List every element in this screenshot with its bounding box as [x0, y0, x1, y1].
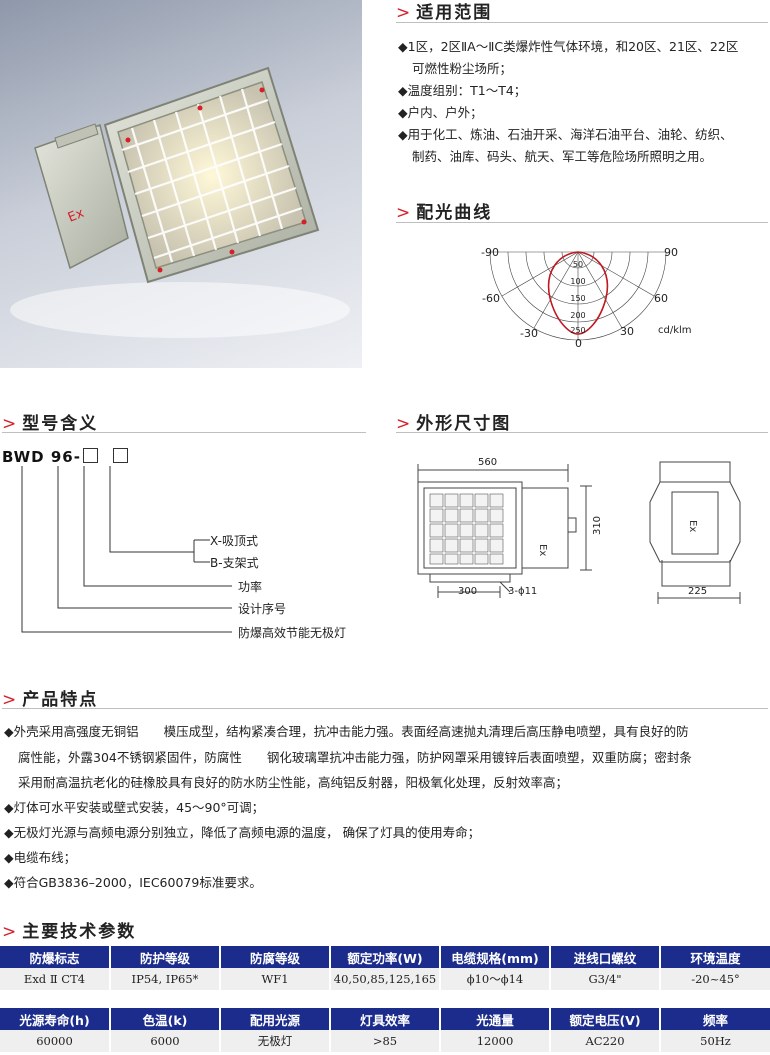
table-header-row: 防爆标志 防护等级 防腐等级 额定功率(W) 电缆规格(mm) 进线口螺纹 环境…: [0, 946, 770, 968]
model-code-number: 96-: [50, 448, 81, 466]
angle-label-60: 60: [654, 292, 668, 305]
table-cell: 12000: [439, 1030, 550, 1052]
dim-height: 310: [592, 515, 604, 536]
scope-item: ◆用于化工、炼油、石油开采、海洋石油平台、油轮、纺织、: [398, 127, 733, 142]
angle-label-30: 30: [620, 325, 634, 338]
model-label-name: 防爆高效节能无极灯: [238, 626, 347, 640]
model-label-ceiling: X-吸顶式: [210, 534, 258, 548]
code-box-mount: [113, 448, 129, 463]
ring-label-200: 200: [570, 311, 585, 320]
dim-width: 560: [478, 457, 498, 468]
angle-label-neg60: -60: [482, 292, 500, 305]
table-cell: 6000: [109, 1030, 220, 1052]
table-header-cell: 灯具效率: [329, 1008, 440, 1030]
section-title-dimensions: >外形尺寸图: [396, 414, 512, 434]
table-header-row: 光源寿命(h) 色温(k) 配用光源 灯具效率 光通量 额定电压(V) 频率: [0, 1008, 770, 1030]
model-label-bracket: B-支架式: [210, 556, 259, 570]
section-title-model: >型号含义: [2, 414, 99, 434]
table-cell: ϕ10～ϕ14: [439, 968, 550, 990]
table-header-cell: 额定电压(V): [549, 1008, 660, 1030]
section-title-scope: >适用范围: [396, 3, 493, 23]
table-header-cell: 防爆标志: [0, 946, 110, 968]
table-cell: AC220: [549, 1030, 660, 1052]
section-title-curve: >配光曲线: [396, 203, 493, 223]
feature-item: ◆无极灯光源与高频电源分别独立，降低了高频电源的温度， 确保了灯具的使用寿命；: [4, 825, 481, 840]
table-cell: G3/4": [549, 968, 660, 990]
table-cell: 50Hz: [659, 1030, 770, 1052]
angle-label-neg30: -30: [520, 327, 538, 340]
feature-item: ◆灯体可水平安装或壁式安装，45～90°可调；: [4, 800, 265, 815]
light-distribution-diagram: 50 100 150 200 250: [489, 251, 667, 341]
table-header-cell: 频率: [659, 1008, 770, 1030]
table-cell: -20~45°: [659, 968, 770, 990]
table-cell: IP54, IP65*: [109, 968, 220, 990]
scope-item: 可燃性粉尘场所；: [412, 61, 513, 76]
ring-label-100: 100: [570, 277, 585, 286]
section-title-features: >产品特点: [2, 690, 99, 710]
product-photo: Ex: [0, 0, 362, 368]
table-header-cell: 光源寿命(h): [0, 1008, 110, 1030]
table-header-cell: 防腐等级: [219, 946, 330, 968]
model-label-design: 设计序号: [238, 602, 287, 616]
scope-item: ◆温度组别：T1～T4；: [398, 83, 527, 98]
divider: [396, 22, 768, 23]
angle-label-neg90: -90: [481, 246, 499, 259]
spec-table-1: 防爆标志 防护等级 防腐等级 额定功率(W) 电缆规格(mm) 进线口螺纹 环境…: [0, 946, 770, 990]
table-header-cell: 进线口螺纹: [549, 946, 660, 968]
table-header-cell: 配用光源: [219, 1008, 330, 1030]
ring-label-150: 150: [570, 294, 585, 303]
divider: [396, 222, 768, 223]
front-ex-mark: Ex: [537, 544, 548, 556]
lamp-illustration: Ex: [10, 66, 350, 338]
table-row: Exd Ⅱ CT4 IP54, IP65* WF1 40,50,85,125,1…: [0, 968, 770, 990]
dimension-drawing: Ex Ex: [417, 461, 741, 604]
table-cell: WF1: [219, 968, 330, 990]
table-header-cell: 额定功率(W): [329, 946, 440, 968]
dim-base: 300: [458, 586, 478, 597]
model-leader-lines: [21, 466, 232, 633]
model-label-power: 功率: [238, 580, 263, 594]
scope-item: ◆1区，2区ⅡA～ⅡC类爆炸性气体环境，和20区、21区、22区: [398, 39, 739, 54]
table-header-cell: 光通量: [439, 1008, 550, 1030]
ring-label-50: 50: [573, 260, 583, 269]
divider: [396, 432, 768, 433]
ex-mark: Ex: [66, 206, 87, 226]
feature-item: ◆符合GB3836–2000，IEC60079标准要求。: [4, 875, 262, 890]
side-ex-mark: Ex: [687, 520, 698, 532]
ring-label-250: 250: [570, 326, 585, 335]
table-header-cell: 色温(k): [109, 1008, 220, 1030]
table-cell: 60000: [0, 1030, 110, 1052]
section-title-specs: >主要技术参数: [2, 922, 137, 942]
angle-label-90: 90: [664, 246, 678, 259]
model-code: BWD 96-: [2, 448, 129, 466]
divider: [2, 432, 366, 433]
feature-item: 腐性能，外露304不锈钢紧固件，防腐性 钢化玻璃罩抗冲击能力强，防护网罩采用镀锌…: [18, 750, 692, 765]
table-row: 60000 6000 无极灯 >85 12000 AC220 50Hz: [0, 1030, 770, 1052]
code-box-power: [82, 448, 98, 463]
feature-item: 采用耐高温抗老化的硅橡胶具有良好的防水防尘性能，高纯铝反射器，阳极氧化处理，反射…: [18, 775, 569, 790]
feature-item: ◆电缆布线；: [4, 850, 77, 865]
model-prefix: BWD: [2, 448, 45, 466]
dim-depth: 225: [688, 586, 708, 597]
scope-item: 制药、油库、码头、航天、军工等危险场所照明之用。: [412, 149, 713, 164]
polar-unit: cd/klm: [658, 325, 692, 336]
table-header-cell: 防护等级: [109, 946, 220, 968]
table-cell: 无极灯: [219, 1030, 330, 1052]
divider: [2, 708, 768, 709]
angle-label-0: 0: [575, 337, 582, 350]
table-header-cell: 电缆规格(mm): [439, 946, 550, 968]
scope-item: ◆户内、户外；: [398, 105, 483, 120]
table-cell: >85: [329, 1030, 440, 1052]
spec-table-2: 光源寿命(h) 色温(k) 配用光源 灯具效率 光通量 额定电压(V) 频率 6…: [0, 1008, 770, 1052]
dim-holes: 3-ϕ11: [508, 586, 538, 597]
feature-item: ◆外壳采用高强度无铜铝 模压成型，结构紧凑合理，抗冲击能力强。表面经高速抛丸清理…: [4, 724, 689, 739]
table-cell: Exd Ⅱ CT4: [0, 968, 110, 990]
table-cell: 40,50,85,125,165: [329, 968, 440, 990]
distribution-curve: [547, 251, 609, 335]
table-header-cell: 环境温度: [659, 946, 770, 968]
